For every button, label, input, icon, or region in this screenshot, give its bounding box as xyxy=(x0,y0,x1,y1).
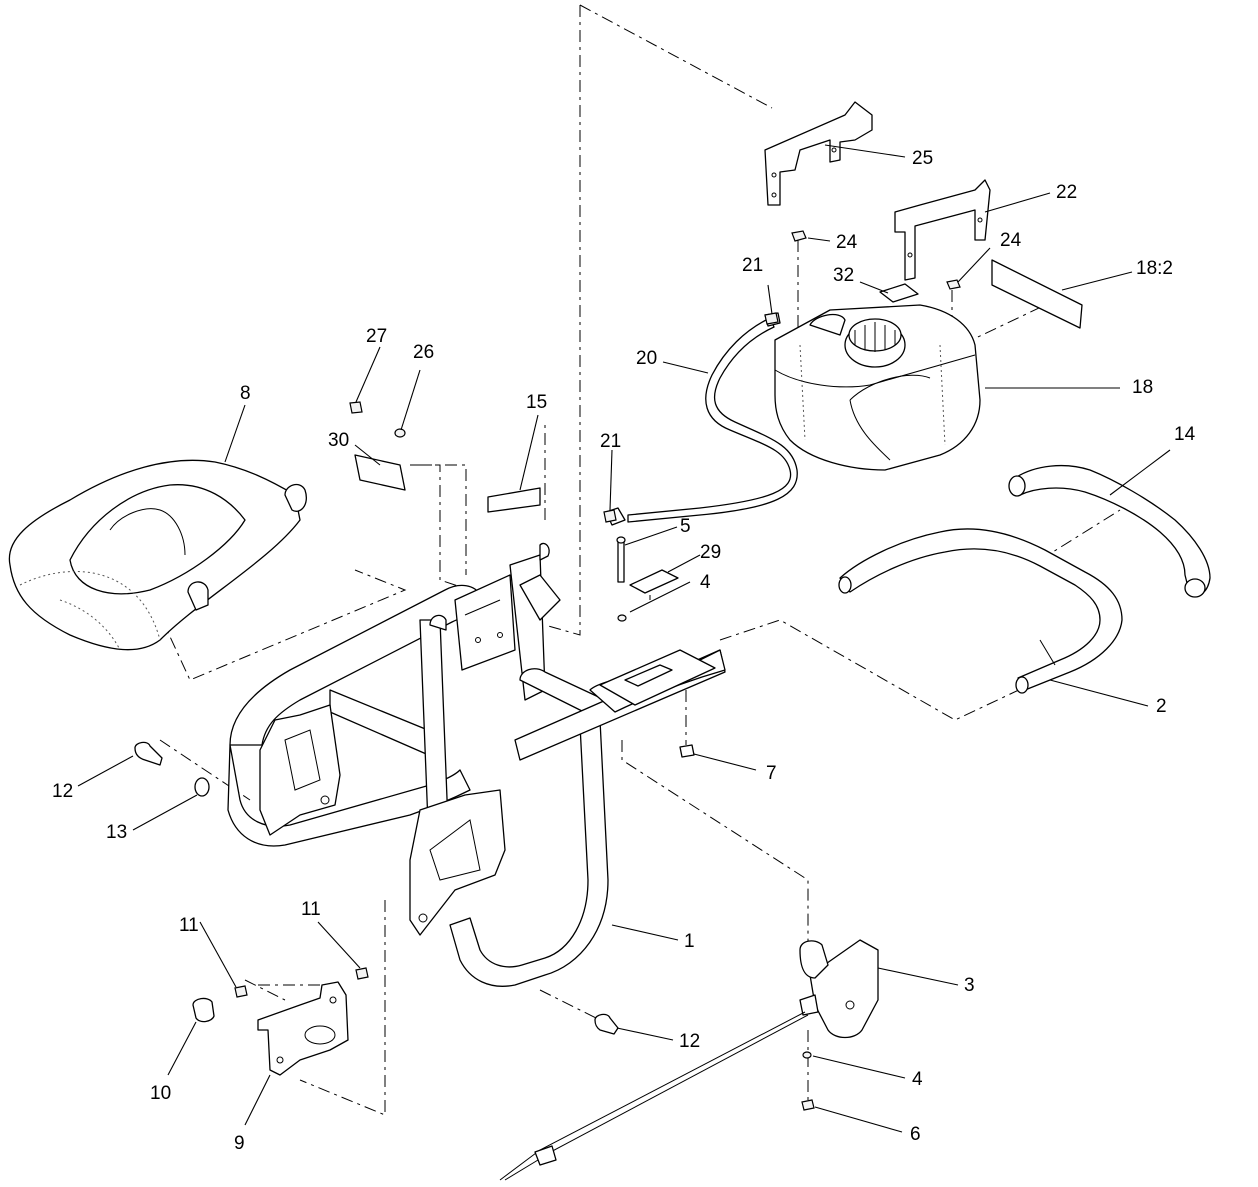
part-18-fuel-tank xyxy=(774,304,981,471)
part-4-washer-lower xyxy=(802,1051,812,1059)
part-21-fitting-upper xyxy=(764,312,779,325)
callout-13: 13 xyxy=(106,822,127,843)
callout-30: 30 xyxy=(328,430,349,451)
callout-24-left: 24 xyxy=(836,232,858,253)
callout-21-upper: 21 xyxy=(742,255,763,276)
part-12-bolt-lower xyxy=(594,1013,619,1035)
part-1-main-frame xyxy=(227,542,726,987)
hardware xyxy=(134,230,1083,1111)
callout-12-lower: 12 xyxy=(679,1031,700,1052)
callout-20: 20 xyxy=(636,348,657,369)
part-21-fitting-lower xyxy=(603,509,617,523)
callout-26: 26 xyxy=(413,342,434,363)
part-27-bolt xyxy=(349,401,363,414)
part-13-washer xyxy=(194,777,210,797)
part-5-bolt xyxy=(617,539,625,583)
callout-11-left: 11 xyxy=(179,915,199,936)
callout-29: 29 xyxy=(700,542,721,563)
part-30-decal xyxy=(354,454,406,491)
callout-12-upper: 12 xyxy=(52,781,73,802)
part-20-fuel-hose xyxy=(605,312,798,526)
callout-10: 10 xyxy=(150,1083,171,1104)
callout-6: 6 xyxy=(910,1124,921,1145)
callout-27: 27 xyxy=(366,326,387,347)
callout-labels: 25 22 24 24 21 32 18:2 20 18 14 27 26 30… xyxy=(52,148,1196,1154)
part-10-knob xyxy=(192,997,215,1023)
callout-22: 22 xyxy=(1056,182,1077,203)
part-4-washer-upper xyxy=(617,614,627,622)
part-14-bent-tube xyxy=(1008,464,1211,598)
part-26-washer xyxy=(394,428,406,438)
part-7-bolt xyxy=(679,744,695,758)
part-18-2-decal xyxy=(991,259,1083,329)
part-11-nut-left xyxy=(234,985,248,998)
callout-11-right: 11 xyxy=(301,899,321,920)
callout-4-lower: 4 xyxy=(912,1069,923,1090)
part-22-bracket xyxy=(894,179,991,281)
callout-21-lower: 21 xyxy=(600,431,621,452)
part-12-bolt-upper xyxy=(134,741,163,766)
part-32-decal xyxy=(879,283,919,303)
callout-14: 14 xyxy=(1174,424,1196,445)
part-15-decal xyxy=(487,487,541,513)
callout-25: 25 xyxy=(912,148,933,169)
callout-9: 9 xyxy=(234,1133,245,1154)
part-29-decal xyxy=(629,569,679,594)
callout-3: 3 xyxy=(964,975,975,996)
part-24-nut-right xyxy=(946,279,961,290)
part-6-nut xyxy=(801,1099,815,1111)
part-3-control-assembly xyxy=(499,939,879,1181)
callout-18: 18 xyxy=(1132,377,1153,398)
callout-2: 2 xyxy=(1156,696,1167,717)
part-2-handle-bar xyxy=(838,528,1123,694)
callout-5: 5 xyxy=(680,516,691,537)
callout-32: 32 xyxy=(833,265,854,286)
leader-lines xyxy=(77,144,1171,1133)
part-11-nut-right xyxy=(355,967,369,980)
part-25-bracket xyxy=(764,101,873,206)
part-9-plate xyxy=(257,981,349,1076)
callout-7: 7 xyxy=(766,763,777,784)
callout-8: 8 xyxy=(240,383,251,404)
part-8-seat-cushion xyxy=(8,459,307,651)
callout-18-2: 18:2 xyxy=(1136,258,1173,279)
part-24-nut-left xyxy=(791,230,807,242)
callout-15: 15 xyxy=(526,392,547,413)
callout-4-upper: 4 xyxy=(700,572,711,593)
callout-1: 1 xyxy=(684,931,695,952)
assembly-guide-lines xyxy=(159,4,1121,1116)
callout-24-right: 24 xyxy=(1000,230,1022,251)
